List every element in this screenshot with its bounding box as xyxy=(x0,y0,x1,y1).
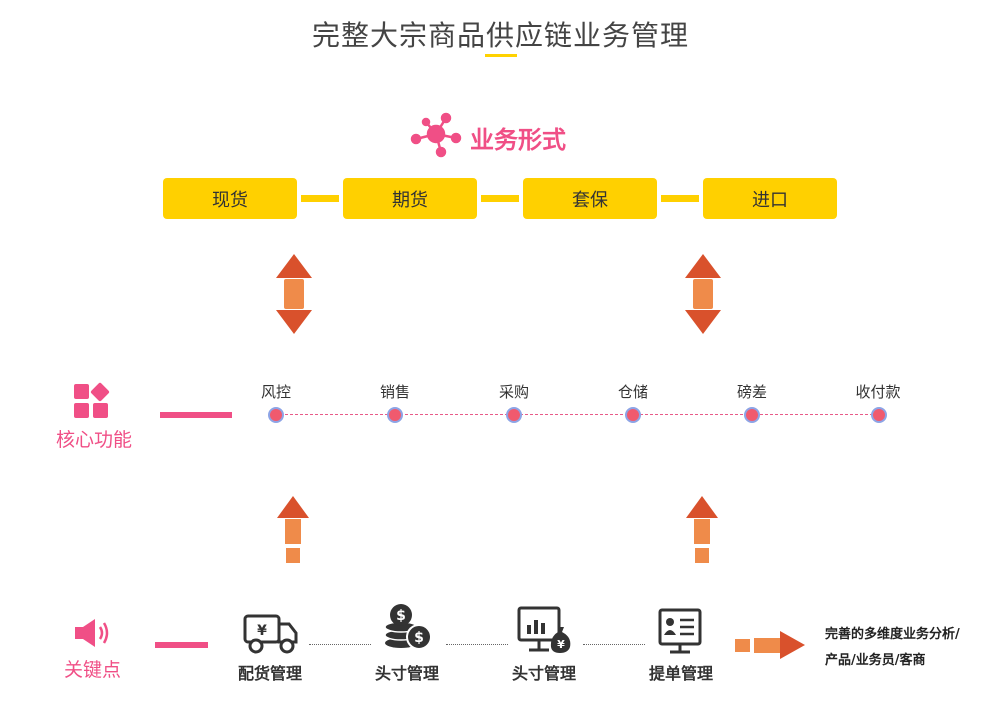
business-form-item-label: 套保 xyxy=(572,189,608,211)
result-line-1: 完善的多维度业务分析/ xyxy=(825,627,960,642)
function-label-sales: 销售 xyxy=(379,383,410,401)
modules-icon xyxy=(74,382,110,418)
svg-text:$: $ xyxy=(414,630,424,646)
up-arrow-icon xyxy=(686,496,718,563)
svg-text:¥: ¥ xyxy=(257,623,267,639)
business-form-futures: 期货 xyxy=(343,178,477,219)
timeline-dot xyxy=(268,407,284,423)
right-arrow-icon xyxy=(735,631,805,659)
function-label-purchase: 采购 xyxy=(498,383,529,401)
double-arrow-icon xyxy=(685,254,721,334)
dotted-connector xyxy=(446,644,508,645)
result-line-2: 产品/业务员/客商 xyxy=(825,653,926,668)
key-point-label: 提单管理 xyxy=(648,664,713,683)
svg-text:¥: ¥ xyxy=(557,638,565,651)
speaker-icon xyxy=(75,619,109,647)
timeline-dot xyxy=(387,407,403,423)
timeline-line xyxy=(275,414,878,415)
timeline-dot xyxy=(744,407,760,423)
core-functions-label: 核心功能 xyxy=(56,429,133,451)
connector xyxy=(481,195,519,202)
coins-icon: $ $ xyxy=(384,604,432,650)
network-icon xyxy=(410,112,462,158)
key-point-label: 头寸管理 xyxy=(374,664,439,683)
business-form-item-label: 进口 xyxy=(752,189,788,211)
svg-text:$: $ xyxy=(396,608,406,624)
function-label-storage: 仓储 xyxy=(617,383,648,401)
timeline-dot xyxy=(625,407,641,423)
business-form-hedging: 套保 xyxy=(523,178,657,219)
key-points-label: 关键点 xyxy=(64,659,122,681)
timeline-dot xyxy=(506,407,522,423)
business-form-item-label: 期货 xyxy=(392,189,428,211)
analysis-result-text: 完善的多维度业务分析/ 产品/业务员/客商 xyxy=(825,622,995,674)
connector xyxy=(301,195,339,202)
chart-moneybag-icon: ¥ xyxy=(517,606,571,653)
up-arrow-icon xyxy=(277,496,309,563)
dotted-connector xyxy=(583,644,645,645)
function-label-risk: 风控 xyxy=(260,383,291,401)
dotted-connector xyxy=(309,644,371,645)
core-connector-bar xyxy=(160,412,232,418)
double-arrow-icon xyxy=(276,254,312,334)
business-form-spot: 现货 xyxy=(163,178,297,219)
truck-icon: ¥ xyxy=(243,614,298,654)
function-label-payment: 收付款 xyxy=(855,383,901,401)
key-point-label: 配货管理 xyxy=(237,664,302,683)
business-form-item-label: 现货 xyxy=(212,189,248,211)
bill-document-icon xyxy=(658,608,702,654)
timeline-dot xyxy=(871,407,887,423)
key-connector-bar xyxy=(155,642,208,648)
key-point-label: 头寸管理 xyxy=(511,664,576,683)
business-form-label: 业务形式 xyxy=(470,126,566,154)
title-underline xyxy=(485,54,517,57)
business-form-import: 进口 xyxy=(703,178,837,219)
connector xyxy=(661,195,699,202)
function-label-weight-diff: 磅差 xyxy=(736,383,767,401)
page-title: 完整大宗商品供应链业务管理 xyxy=(311,19,689,52)
